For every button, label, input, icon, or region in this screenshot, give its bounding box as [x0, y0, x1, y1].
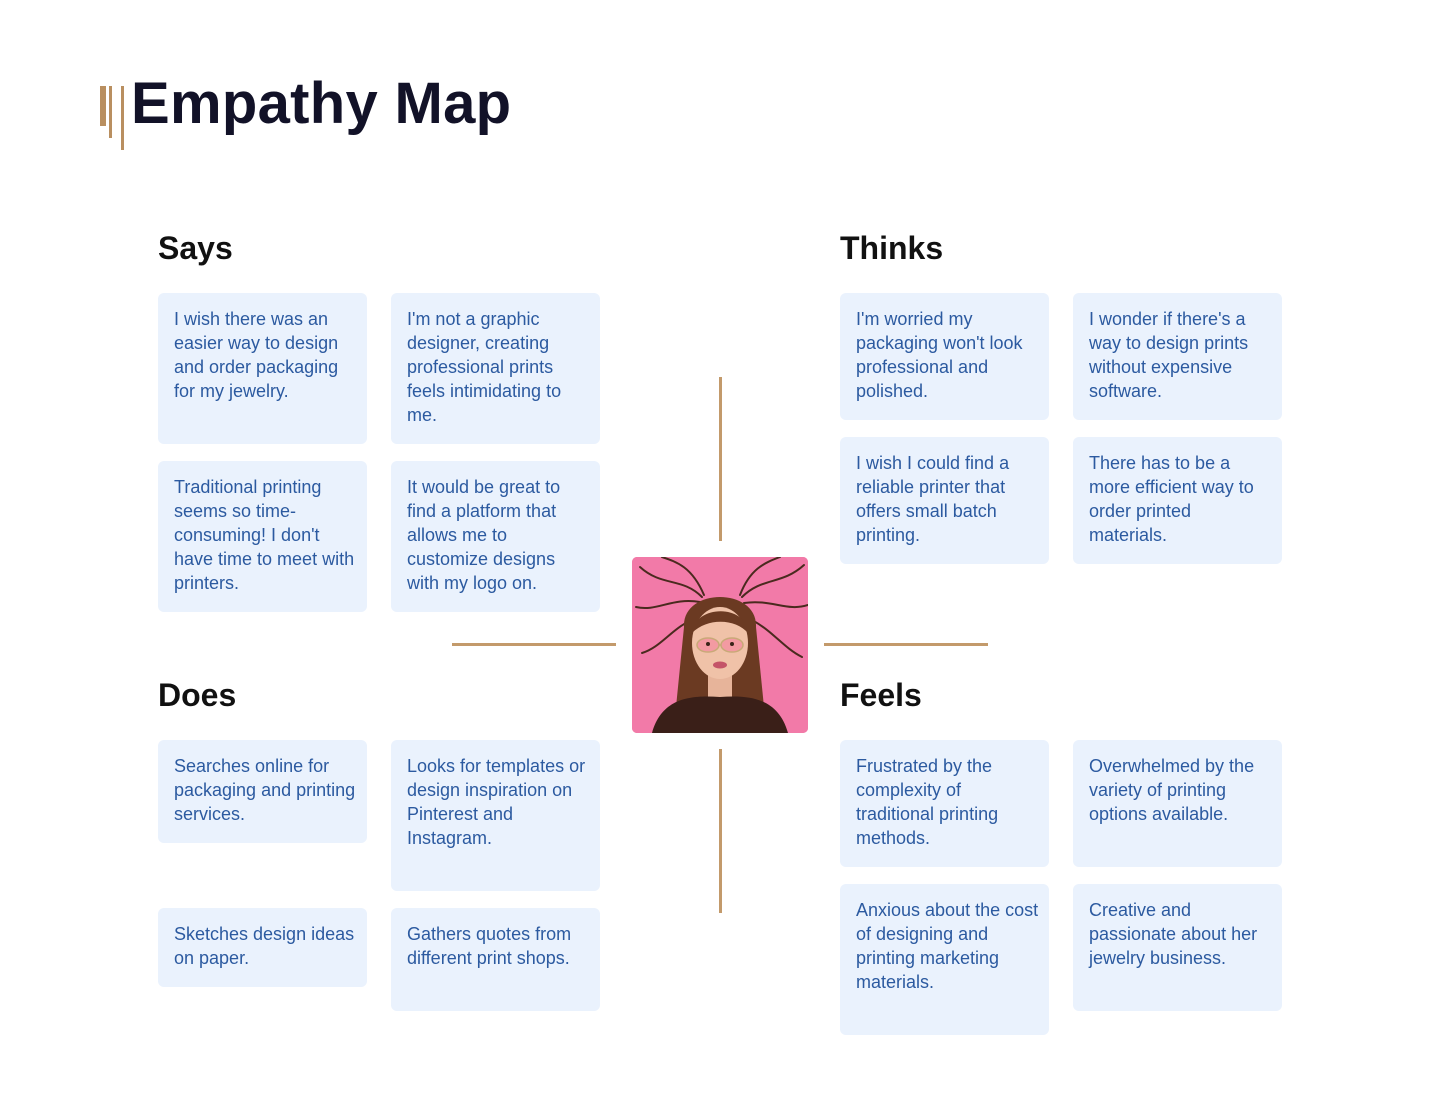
says-card: I'm not a graphic designer, creating pro… — [391, 293, 600, 444]
title-accent-bars — [100, 86, 130, 152]
feels-card: Creative and passionate about her jewelr… — [1073, 884, 1282, 1011]
does-card: Sketches design ideas on paper. — [158, 908, 367, 987]
divider-bottom — [719, 749, 722, 913]
divider-right — [824, 643, 988, 646]
thinks-card: There has to be a more efficient way to … — [1073, 437, 1282, 564]
user-portrait-icon — [632, 557, 808, 733]
divider-left — [452, 643, 616, 646]
page-title: Empathy Map — [131, 71, 512, 136]
says-card: I wish there was an easier way to design… — [158, 293, 367, 444]
does-card: Gathers quotes from different print shop… — [391, 908, 600, 1011]
thinks-title: Thinks — [840, 230, 944, 266]
does-card: Looks for templates or design inspiratio… — [391, 740, 600, 891]
persona-avatar — [632, 557, 808, 733]
thinks-card: I wish I could find a reliable printer t… — [840, 437, 1049, 564]
feels-card: Overwhelmed by the variety of printing o… — [1073, 740, 1282, 867]
feels-card: Frustrated by the complexity of traditio… — [840, 740, 1049, 867]
thinks-card: I wonder if there's a way to design prin… — [1073, 293, 1282, 420]
feels-title: Feels — [840, 677, 922, 713]
does-card: Searches online for packaging and printi… — [158, 740, 367, 843]
feels-card: Anxious about the cost of designing and … — [840, 884, 1049, 1035]
says-title: Says — [158, 230, 233, 266]
divider-top — [719, 377, 722, 541]
says-card: Traditional printing seems so time-consu… — [158, 461, 367, 612]
says-card: It would be great to find a platform tha… — [391, 461, 600, 612]
thinks-card: I'm worried my packaging won't look prof… — [840, 293, 1049, 420]
does-title: Does — [158, 677, 237, 713]
